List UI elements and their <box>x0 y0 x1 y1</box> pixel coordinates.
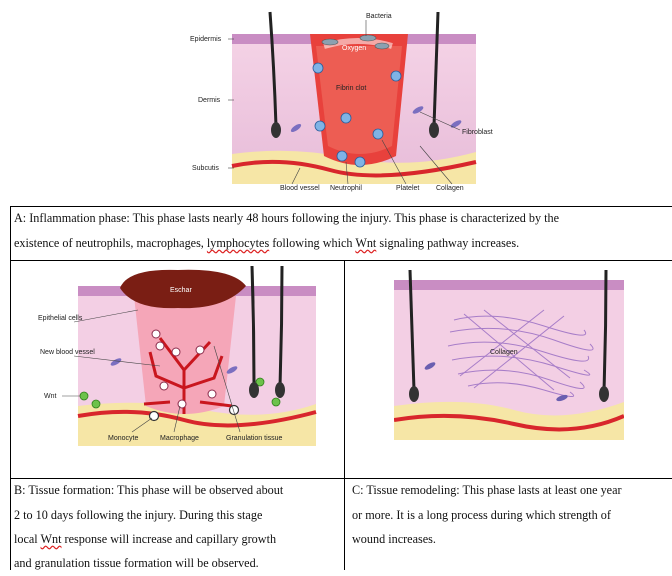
table-center-rule <box>344 260 345 570</box>
caption-a-text: signaling pathway increases. <box>376 236 519 250</box>
caption-c-line2: or more. It is a long process during whi… <box>352 503 611 528</box>
caption-a-text: following which <box>269 236 355 250</box>
wnt-label: Wnt <box>44 393 57 400</box>
caption-b-text: response will increase and capillary gro… <box>62 532 277 546</box>
collagen-label: Collagen <box>490 349 518 356</box>
caption-a-term-lymphocytes: lymphocytes <box>207 236 269 250</box>
epidermis-label: Epidermis <box>190 36 222 43</box>
epithelial-cells-label: Epithelial cells <box>38 315 83 322</box>
caption-c-line1: C: Tissue remodeling: This phase lasts a… <box>352 478 622 503</box>
panel-b-figure: Eschar Epithelial cells New blood vessel… <box>24 266 334 476</box>
platelet-label: Platelet <box>396 185 419 192</box>
caption-a-line2: existence of neutrophils, macrophages, l… <box>14 231 519 256</box>
caption-a-line1: A: Inflammation phase: This phase lasts … <box>14 206 559 231</box>
table-mid-rule <box>10 260 672 261</box>
blood-vessel-label: Blood vessel <box>280 185 320 192</box>
dermis-label: Dermis <box>198 97 221 104</box>
neutrophil-label: Neutrophil <box>330 185 362 192</box>
eschar-label: Eschar <box>170 287 192 294</box>
oxygen-label: Oxygen <box>342 45 366 52</box>
panel-c-figure: Collagen <box>394 270 624 450</box>
new-blood-vessel-label: New blood vessel <box>40 349 95 356</box>
caption-b-line1: B: Tissue formation: This phase will be … <box>14 478 283 503</box>
collagen-label: Collagen <box>436 185 464 192</box>
caption-b-line3: local Wnt response will increase and cap… <box>14 527 276 552</box>
panel-a-figure: Epidermis Dermis Subcutis Bacteria Oxyge… <box>170 6 500 202</box>
caption-b-line2: 2 to 10 days following the injury. Durin… <box>14 503 262 528</box>
subcutis-label: Subcutis <box>192 165 219 172</box>
caption-c-line3: wound increases. <box>352 527 436 552</box>
caption-b-term-wnt: Wnt <box>41 532 62 546</box>
granulation-tissue-label: Granulation tissue <box>226 435 283 442</box>
caption-b-line4: and granulation tissue formation will be… <box>14 551 259 576</box>
caption-a-text: existence of neutrophils, macrophages, <box>14 236 207 250</box>
caption-b-text: local <box>14 532 41 546</box>
macrophage-label: Macrophage <box>160 435 199 442</box>
fibrin-clot-label: Fibrin clot <box>336 85 366 92</box>
table-left-rule <box>10 206 11 570</box>
fibroblast-label: Fibroblast <box>462 129 493 136</box>
monocyte-label: Monocyte <box>108 435 138 442</box>
caption-a-term-wnt: Wnt <box>355 236 376 250</box>
bacteria-label: Bacteria <box>366 13 392 20</box>
